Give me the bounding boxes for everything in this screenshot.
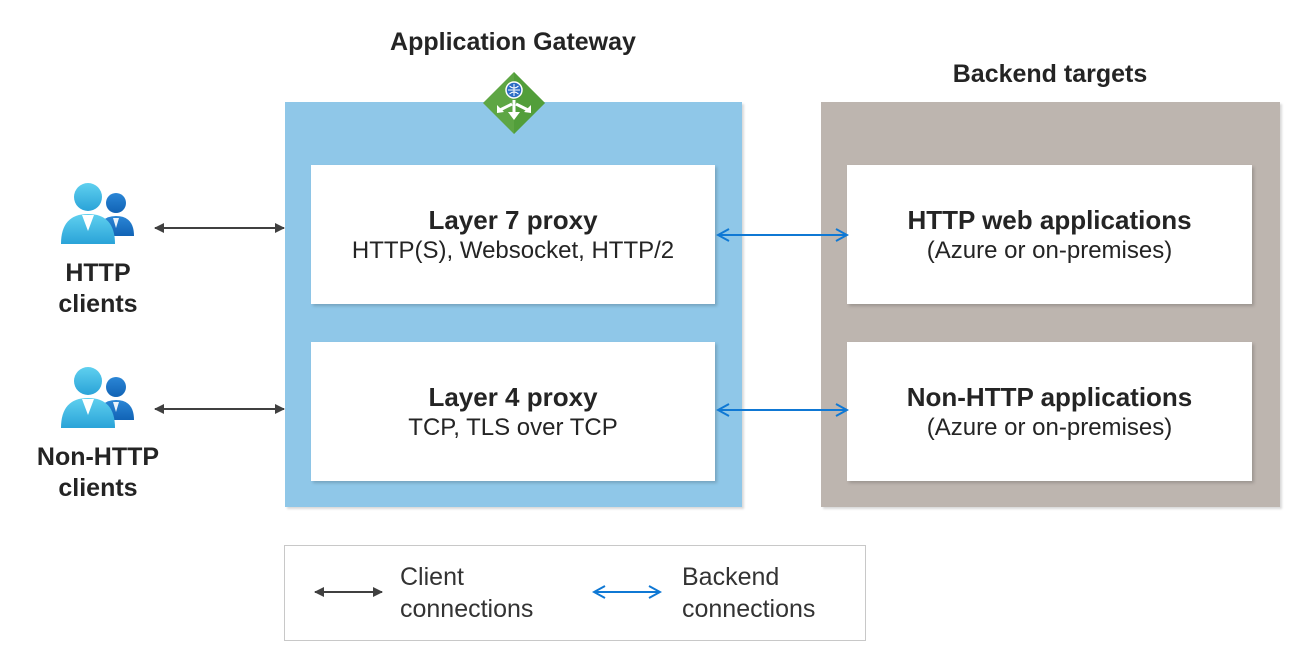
backend-title: Backend targets <box>952 60 1148 88</box>
client-connections-legend-label: Client connections <box>400 561 533 625</box>
non-http-applications-title: Non-HTTP applications <box>906 381 1193 412</box>
client-connections-line2: connections <box>400 595 534 623</box>
client-connection-legend-arrow <box>314 587 383 597</box>
backend-connections-line2: connections <box>682 595 816 623</box>
backend-connections-line1: Backend <box>682 563 780 591</box>
backend-connections-legend-label: Backend connections <box>682 561 815 625</box>
non-http-clients-line2: clients <box>58 474 138 502</box>
http-web-applications-title: HTTP web applications <box>907 204 1192 235</box>
non-http-clients-label: Non-HTTP clients <box>18 442 178 504</box>
layer4-proxy-protocols: TCP, TLS over TCP <box>408 413 618 441</box>
users-icon <box>58 182 138 246</box>
client-connections-line1: Client <box>400 563 464 591</box>
layer4-proxy-card: Layer 4 proxy TCP, TLS over TCP <box>311 342 715 481</box>
http-clients-line1: HTTP <box>65 259 131 287</box>
http-clients-label: HTTP clients <box>38 258 158 320</box>
layer7-proxy-card: Layer 7 proxy HTTP(S), Websocket, HTTP/2 <box>311 165 715 304</box>
layer7-proxy-title: Layer 7 proxy <box>428 204 598 235</box>
non-http-applications-card: Non-HTTP applications (Azure or on-premi… <box>847 342 1252 481</box>
http-clients-line2: clients <box>58 290 138 318</box>
gateway-title: Application Gateway <box>390 28 636 56</box>
non-http-applications-location: (Azure or on-premises) <box>926 413 1173 441</box>
users-icon <box>58 366 138 430</box>
application-gateway-icon <box>481 70 547 136</box>
layer7-proxy-protocols: HTTP(S), Websocket, HTTP/2 <box>351 236 675 264</box>
layer4-proxy-title: Layer 4 proxy <box>428 381 598 412</box>
non-http-clients-line1: Non-HTTP <box>36 443 160 471</box>
http-web-applications-card: HTTP web applications (Azure or on-premi… <box>847 165 1252 304</box>
backend-connection-legend-arrow <box>590 580 670 604</box>
http-web-applications-location: (Azure or on-premises) <box>926 236 1173 264</box>
